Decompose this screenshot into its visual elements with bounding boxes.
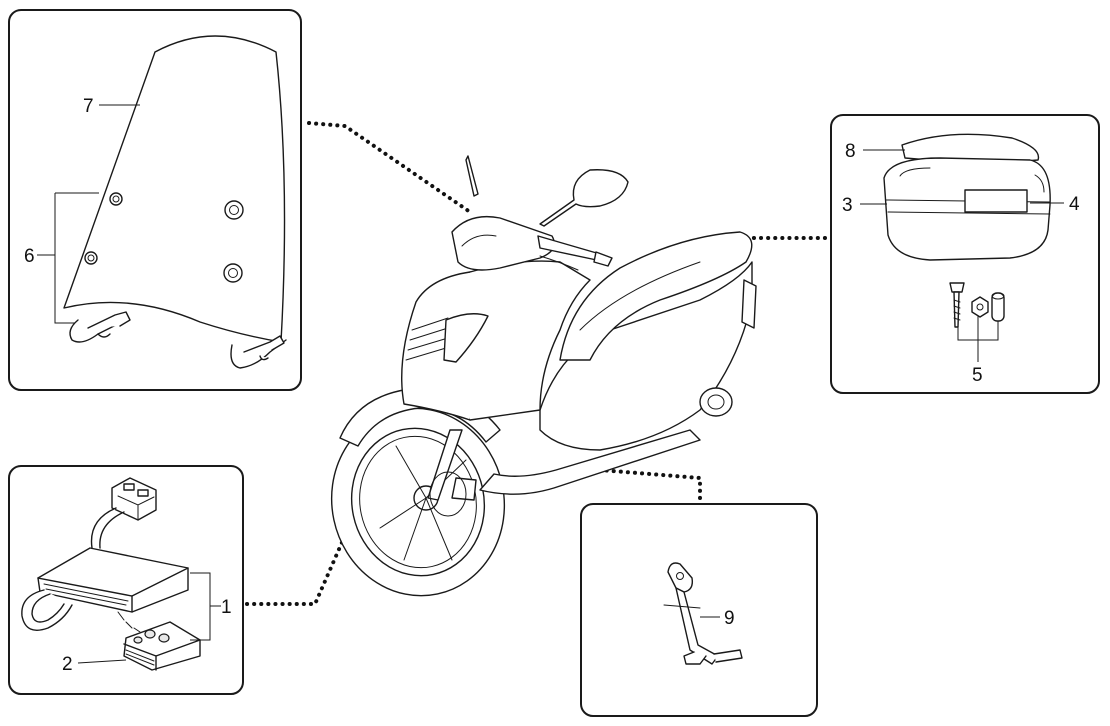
- callout-5: 5: [972, 365, 983, 386]
- callout-2: 2: [62, 654, 73, 675]
- part-6-leader: [37, 192, 99, 324]
- side-stand-drawing: [663, 562, 743, 665]
- callout-6: 6: [24, 246, 35, 267]
- callout-1: 1: [221, 597, 232, 618]
- top-case-drawing: [883, 133, 1051, 328]
- callout-4: 4: [1069, 194, 1080, 215]
- side-stand-connector: [598, 468, 702, 500]
- alarm-module-drawing: [21, 477, 201, 671]
- callout-9: 9: [724, 608, 735, 629]
- callout-7: 7: [83, 96, 94, 117]
- windshield-connector: [307, 121, 472, 214]
- windshield-drawing: [63, 35, 287, 369]
- callout-8: 8: [845, 141, 856, 162]
- part-5-leader: [957, 316, 999, 362]
- side-stand-panel: [580, 503, 818, 717]
- part-2-leader: [77, 659, 127, 664]
- part-1-leader: [190, 572, 221, 641]
- scooter-drawing: [330, 155, 757, 597]
- callout-3: 3: [842, 195, 853, 216]
